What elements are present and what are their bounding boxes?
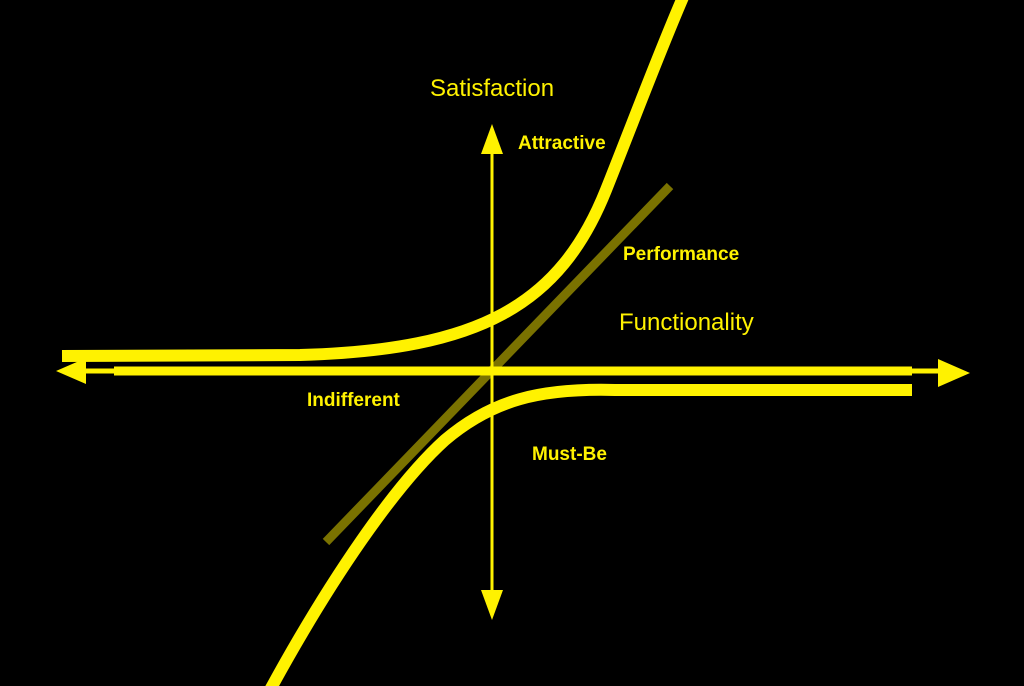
functionality-axis-right-arrow — [938, 359, 970, 387]
satisfaction-axis-bottom-arrow — [481, 590, 503, 620]
attractive-curve — [61, 0, 689, 362]
functionality-axis-left-arrow — [56, 358, 86, 384]
must-be-curve — [265, 383, 912, 686]
satisfaction-axis-label: Satisfaction — [430, 75, 555, 102]
performance-label: Performance — [623, 244, 740, 265]
performance-line — [322, 182, 674, 546]
satisfaction-axis-top-arrow — [481, 124, 503, 154]
indifferent-label: Indifferent — [307, 390, 400, 411]
attractive-label: Attractive — [518, 133, 606, 154]
functionality-axis-label: Functionality — [619, 309, 754, 336]
must-be-label: Must-Be — [532, 444, 607, 465]
